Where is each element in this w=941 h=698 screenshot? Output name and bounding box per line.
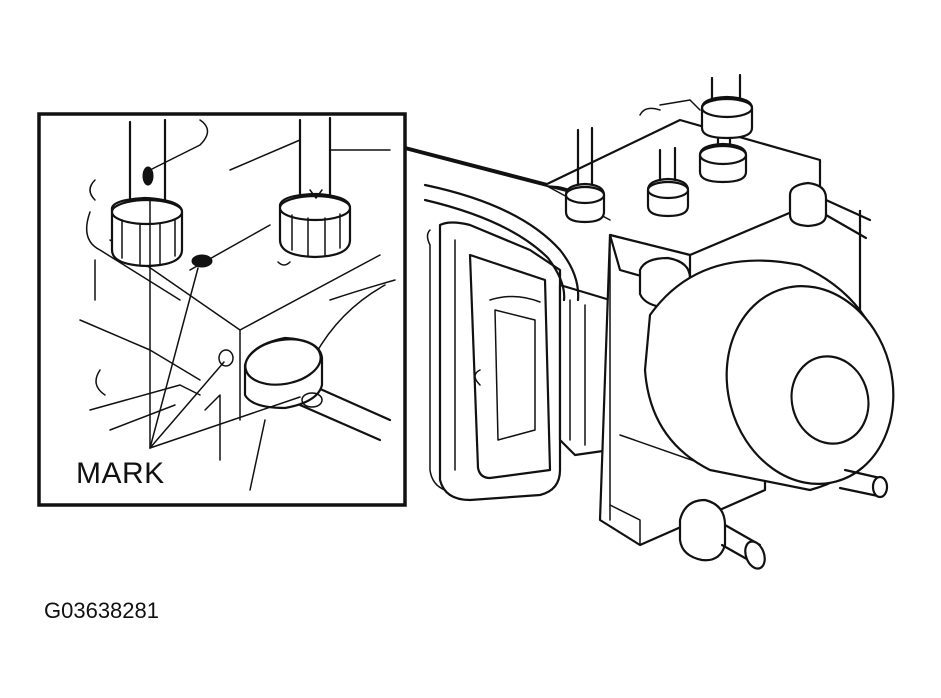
mark-callout-label: MARK bbox=[76, 457, 165, 490]
inset-front-fitting bbox=[218, 336, 392, 442]
abs-hydraulic-unit bbox=[423, 73, 895, 570]
top-fitting-1 bbox=[564, 126, 606, 224]
inset-left-fitting bbox=[110, 166, 184, 268]
pump-motor bbox=[643, 259, 895, 492]
inset-right-fitting bbox=[277, 189, 352, 266]
top-fitting-2 bbox=[646, 146, 690, 218]
figure-id: G03638281 bbox=[44, 598, 159, 623]
inset-body-lines bbox=[79, 116, 396, 491]
callout-leader-line bbox=[404, 146, 579, 195]
inset-center-dot bbox=[191, 254, 213, 268]
bottom-port bbox=[678, 498, 766, 570]
detail-inset bbox=[37, 112, 407, 507]
mark-pointer-lines bbox=[149, 197, 301, 449]
right-fitting bbox=[788, 181, 872, 240]
top-fitting-3 bbox=[698, 73, 754, 184]
motor-shaft bbox=[838, 468, 889, 499]
